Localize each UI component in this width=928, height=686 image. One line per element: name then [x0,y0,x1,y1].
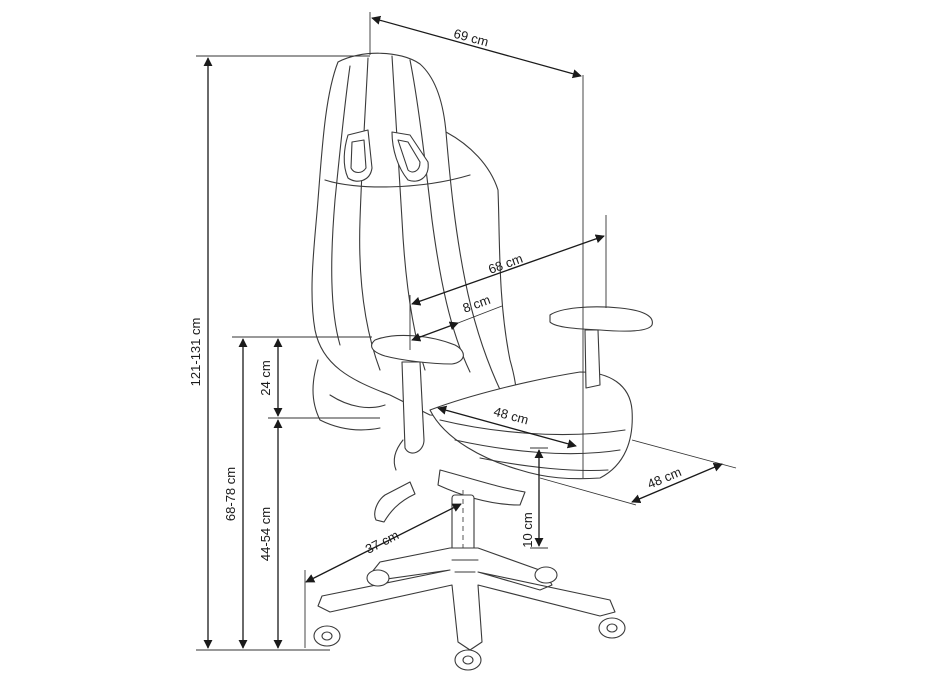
label-height-adjust: 10 cm [520,512,535,547]
label-armrest-height: 24 cm [258,360,273,395]
left-harness-slot [343,129,373,182]
label-seat-width: 48 cm [645,464,683,492]
seat-mechanism [437,469,526,506]
dim-line-seat-depth [437,405,577,449]
label-base-radius: 37 cm [363,527,401,556]
right-armrest-pad [549,306,653,332]
dim-line-base-radius [305,503,462,583]
dim-line-armrest-width [411,321,459,342]
dim-line-depth [371,15,582,79]
right-harness-slot [391,131,429,182]
label-seat-height-total: 68-78 cm [223,467,238,521]
label-height-total: 121-131 cm [188,318,203,387]
dim-line-seat-width [631,462,723,504]
base-star [317,547,616,651]
left-armrest-post [401,361,425,454]
dim-line-armrest-span [411,234,605,306]
tilt-lever [374,481,416,523]
casters [313,566,626,671]
chair-illustration [311,52,653,671]
label-seat-height: 44-54 cm [258,507,273,561]
dimension-lines [196,12,737,651]
right-armrest-post [584,329,601,389]
